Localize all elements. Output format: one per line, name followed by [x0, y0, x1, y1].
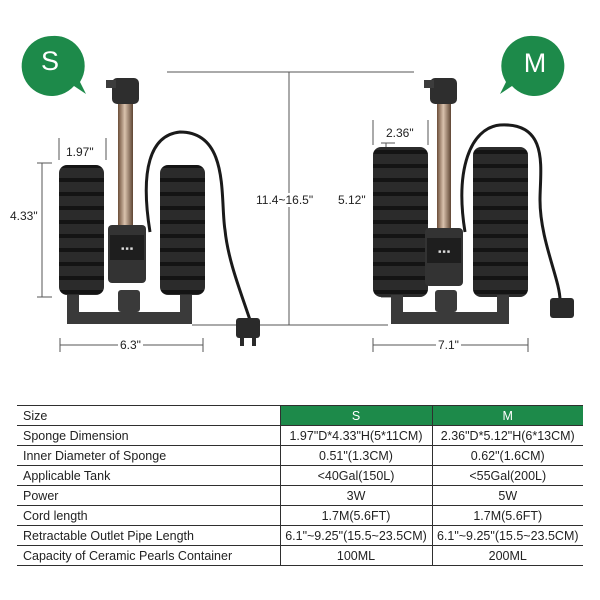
size-m-badge-label: M: [524, 48, 547, 78]
table-row: Inner Diameter of Sponge 0.51"(1.3CM) 0.…: [17, 445, 583, 466]
row-m-value: 5W: [432, 485, 583, 506]
m-base-label: 7.1": [436, 338, 461, 352]
row-m-value: 200ML: [432, 545, 583, 566]
m-width-label: 2.36": [384, 126, 416, 140]
row-s-value: <40Gal(150L): [280, 465, 433, 486]
m-height-label: 5.12": [336, 193, 368, 207]
row-s-value: 0.51"(1.3CM): [280, 445, 433, 466]
row-s-value: 100ML: [280, 545, 433, 566]
table-row: Retractable Outlet Pipe Length 6.1"~9.25…: [17, 525, 583, 546]
row-label: Inner Diameter of Sponge: [17, 445, 281, 466]
table-row: Sponge Dimension 1.97"D*4.33"H(5*11CM) 2…: [17, 425, 583, 446]
s-width-label: 1.97": [64, 145, 96, 159]
size-m-badge: M: [500, 35, 565, 96]
filter-s: ■ ■ ■: [37, 78, 260, 352]
row-label: Applicable Tank: [17, 465, 281, 486]
row-s-value: 1.97"D*4.33"H(5*11CM): [280, 425, 433, 446]
row-label: Cord length: [17, 505, 281, 526]
header-m: M: [432, 405, 583, 426]
table-row: Applicable Tank <40Gal(150L) <55Gal(200L…: [17, 465, 583, 486]
svg-text:■ ■ ■: ■ ■ ■: [438, 249, 450, 255]
s-height-label: 4.33": [8, 209, 40, 223]
row-m-value: 1.7M(5.6FT): [432, 505, 583, 526]
row-m-value: 2.36"D*5.12"H(6*13CM): [432, 425, 583, 446]
header-s: S: [280, 405, 433, 426]
row-s-value: 1.7M(5.6FT): [280, 505, 433, 526]
row-m-value: 6.1"~9.25"(15.5~23.5CM): [432, 525, 583, 546]
s-base-label: 6.3": [118, 338, 143, 352]
table-header-row: Size S M: [17, 405, 583, 426]
header-size-label: Size: [17, 405, 281, 426]
size-s-badge: S: [21, 35, 87, 96]
table-row: Power 3W 5W: [17, 485, 583, 506]
table-row: Capacity of Ceramic Pearls Container 100…: [17, 545, 583, 566]
row-label: Retractable Outlet Pipe Length: [17, 525, 281, 546]
row-label: Capacity of Ceramic Pearls Container: [17, 545, 281, 566]
product-illustration: S M: [21, 35, 574, 352]
row-label: Sponge Dimension: [17, 425, 281, 446]
svg-text:■ ■ ■: ■ ■ ■: [121, 246, 133, 252]
spec-table: Size S M Sponge Dimension 1.97"D*4.33"H(…: [17, 405, 583, 566]
row-s-value: 3W: [280, 485, 433, 506]
table-row: Cord length 1.7M(5.6FT) 1.7M(5.6FT): [17, 505, 583, 526]
filter-m: ■ ■ ■: [372, 78, 574, 352]
row-m-value: 0.62"(1.6CM): [432, 445, 583, 466]
center-range-label: 11.4~16.5": [254, 193, 316, 207]
size-s-badge-label: S: [41, 46, 59, 76]
row-m-value: <55Gal(200L): [432, 465, 583, 486]
row-s-value: 6.1"~9.25"(15.5~23.5CM): [280, 525, 433, 546]
row-label: Power: [17, 485, 281, 506]
